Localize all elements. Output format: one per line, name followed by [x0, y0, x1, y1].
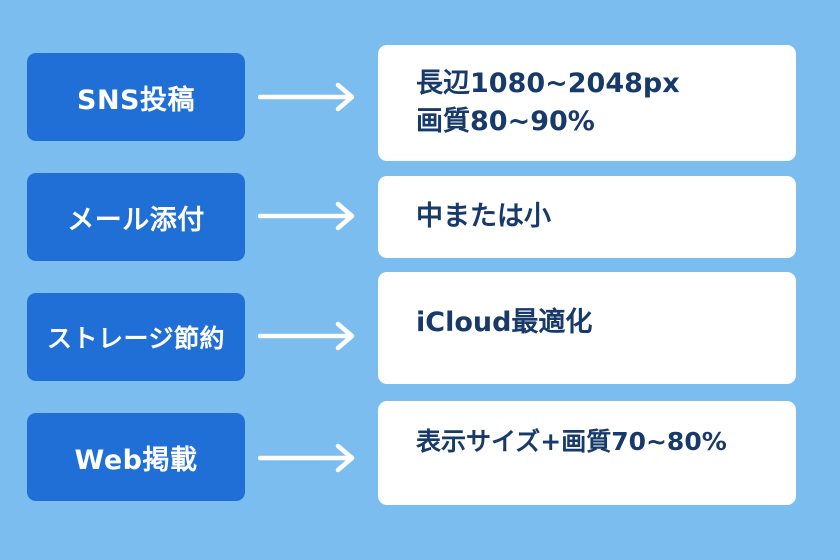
right-arrow-icon	[258, 321, 355, 351]
card-mail: 中または小	[378, 176, 796, 258]
card-storage-line-1: iCloud最適化	[416, 307, 593, 338]
label-mail: メール添付	[27, 173, 245, 261]
card-sns-line-1: 長辺1080~2048px	[416, 68, 680, 99]
card-web: 表示サイズ+画質70~80%	[378, 401, 796, 505]
label-storage: ストレージ節約	[27, 293, 245, 381]
card-sns-line-2: 画質80~90%	[416, 106, 595, 137]
right-arrow-icon	[258, 443, 355, 473]
card-sns: 長辺1080~2048px 画質80~90%	[378, 45, 796, 161]
card-mail-line-1: 中または小	[416, 201, 551, 232]
label-sns: SNS投稿	[27, 53, 245, 141]
right-arrow-icon	[258, 82, 355, 112]
card-web-line-1: 表示サイズ+画質70~80%	[416, 427, 727, 456]
card-storage: iCloud最適化	[378, 272, 796, 384]
right-arrow-icon	[258, 201, 355, 231]
label-web: Web掲載	[27, 413, 245, 501]
